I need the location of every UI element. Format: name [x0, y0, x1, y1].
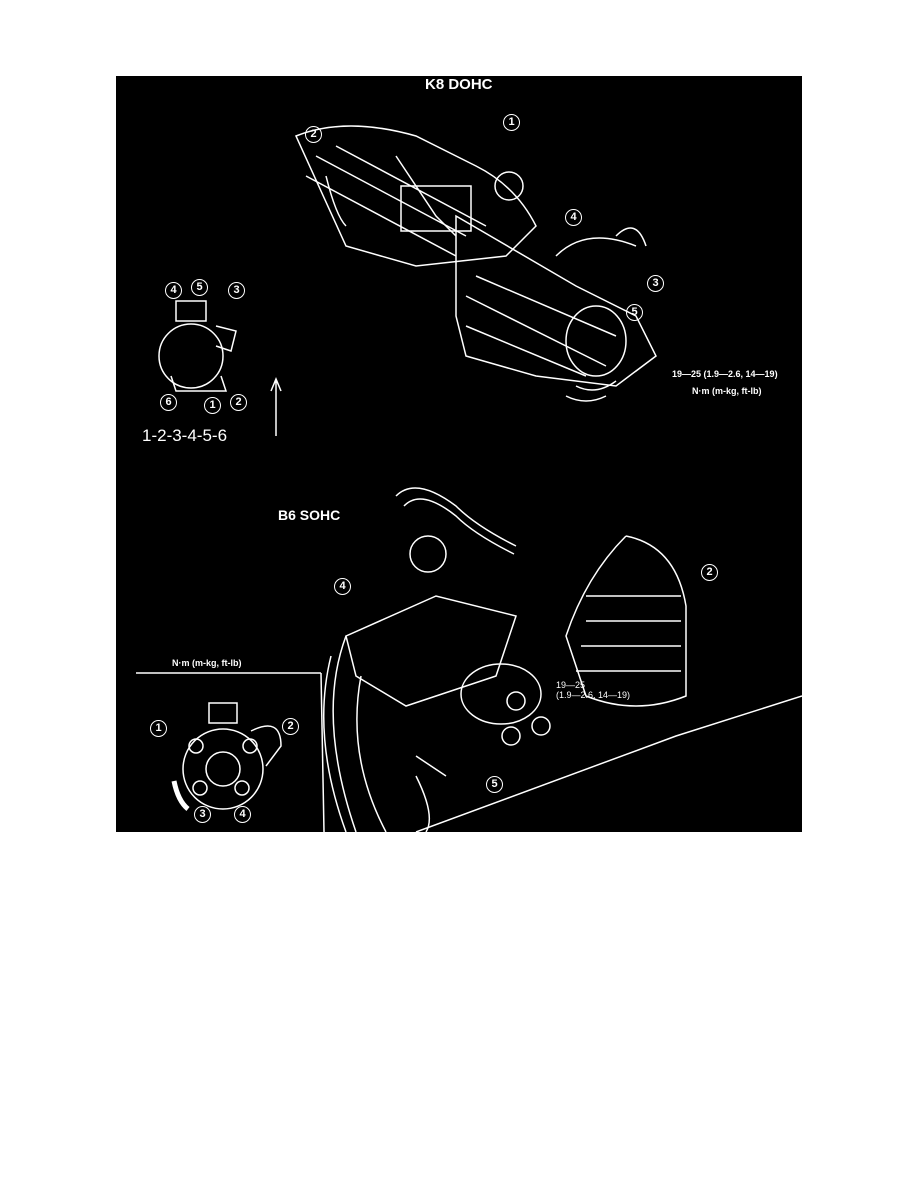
k8-part-callout: 3 [647, 275, 664, 292]
diagram-linework [136, 125, 802, 832]
k8-inset-callout: 1 [204, 397, 221, 414]
k8-part-callout: 5 [626, 304, 643, 321]
k8-dohc-title: K8 DOHC [425, 76, 493, 93]
b6-sohc-title: B6 SOHC [278, 507, 341, 523]
b6-part-callout: 2 [701, 564, 718, 581]
b6-torque-value-line2: (1.9—2.6, 14—19) [556, 690, 631, 700]
b6-inset-callout: 2 [282, 718, 299, 735]
k8-inset-callout: 4 [165, 282, 182, 299]
b6-inset-callout: 4 [234, 806, 251, 823]
b6-torque-value-line1: 19—25 [556, 680, 586, 690]
k8-torque-value: 19—25 (1.9—2.6, 14—19) [672, 369, 778, 379]
b6-part-callout: 4 [334, 578, 351, 595]
b6-part-callout: 5 [486, 776, 503, 793]
k8-part-callout: 1 [503, 114, 520, 131]
tightening-order: 1-2-3-4-5-6 [142, 426, 228, 445]
b6-inset-callout: 3 [194, 806, 211, 823]
k8-torque-units: N·m (m-kg, ft-lb) [692, 386, 762, 396]
k8-part-callout: 2 [305, 126, 322, 143]
k8-inset-callout: 2 [230, 394, 247, 411]
b6-inset-callout: 1 [150, 720, 167, 737]
b6-inset-units: N·m (m-kg, ft-lb) [172, 658, 242, 668]
k8-inset-callout: 6 [160, 394, 177, 411]
k8-part-callout: 4 [565, 209, 582, 226]
k8-inset-callout: 3 [228, 282, 245, 299]
engine-diagram: K8 DOHC 19—25 (1.9—2.6, 14—19) N·m (m-kg… [116, 76, 802, 832]
k8-inset-callout: 5 [191, 279, 208, 296]
